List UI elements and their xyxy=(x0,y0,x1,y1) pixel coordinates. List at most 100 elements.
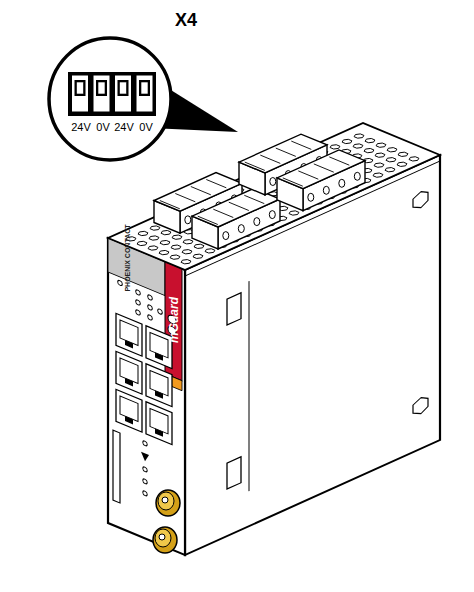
terminal-slots xyxy=(72,75,154,112)
stroke xyxy=(283,178,303,186)
stroke xyxy=(291,141,311,149)
top-face xyxy=(108,123,440,270)
vent-hole xyxy=(159,230,172,236)
stroke xyxy=(223,232,229,240)
stroke xyxy=(323,186,329,194)
vent-hole xyxy=(203,248,216,254)
vent-hole xyxy=(371,172,384,178)
terminal-slot xyxy=(72,75,89,112)
vent-hole xyxy=(363,138,376,144)
stroke xyxy=(77,82,84,94)
stroke xyxy=(206,180,226,188)
brand-logo: PHOENIX CONTACT xyxy=(124,224,131,291)
stroke xyxy=(229,202,249,210)
vent-hole xyxy=(362,148,375,154)
stroke xyxy=(245,162,265,170)
pin-label: 0V xyxy=(139,122,152,133)
stroke xyxy=(254,218,260,226)
stroke xyxy=(175,194,195,202)
stroke xyxy=(125,378,133,386)
stroke xyxy=(314,164,334,172)
stroke xyxy=(185,216,191,224)
stroke xyxy=(213,209,233,217)
pin-label: 24V xyxy=(114,122,134,133)
stroke xyxy=(141,82,148,94)
stroke xyxy=(120,358,138,383)
antenna-connectors xyxy=(153,490,180,553)
stroke xyxy=(150,332,168,357)
vent-hole xyxy=(373,152,386,158)
vent-hole xyxy=(146,245,159,251)
vent-hole xyxy=(385,147,398,153)
vent-hole xyxy=(168,254,181,260)
stroke xyxy=(308,193,314,201)
product-name: mGuard xyxy=(168,297,180,343)
terminal-blocks xyxy=(154,134,365,249)
vent-hole xyxy=(396,151,409,157)
stroke xyxy=(354,172,360,180)
stroke xyxy=(191,187,211,195)
rj45-port xyxy=(116,351,142,394)
pin-label: 24V xyxy=(71,122,91,133)
vent-hole xyxy=(135,241,148,247)
stroke xyxy=(155,353,163,361)
rj45-port xyxy=(146,364,172,407)
stroke xyxy=(155,391,163,399)
stroke xyxy=(238,225,244,233)
stroke xyxy=(125,416,133,424)
stroke xyxy=(150,370,168,395)
stroke xyxy=(118,80,129,96)
stroke xyxy=(277,150,365,189)
callout-bubble xyxy=(49,38,238,160)
terminal-slot xyxy=(115,75,132,112)
stroke xyxy=(75,80,86,96)
vent-hole xyxy=(372,162,385,168)
vent-hole xyxy=(179,259,192,265)
vent-hole xyxy=(383,167,396,173)
stroke xyxy=(96,80,107,96)
stroke xyxy=(244,195,264,203)
terminal-slot xyxy=(136,75,153,112)
vent-hole xyxy=(287,210,300,216)
stroke xyxy=(160,201,180,209)
vent-hole xyxy=(352,133,365,139)
stroke xyxy=(198,216,218,224)
stroke xyxy=(155,429,163,437)
front-face xyxy=(108,238,185,555)
vent-hole xyxy=(158,240,171,246)
rj45-port xyxy=(146,402,172,445)
vent-hole xyxy=(169,244,182,250)
vent-hole xyxy=(328,144,341,150)
vent-hole xyxy=(374,142,387,148)
rj45-port xyxy=(116,313,142,356)
terminal-slot xyxy=(93,75,110,112)
stroke xyxy=(276,148,296,156)
stroke xyxy=(270,178,276,186)
stroke xyxy=(120,320,138,345)
stroke xyxy=(150,408,168,433)
stroke xyxy=(98,82,105,94)
connector-label: X4 xyxy=(175,11,197,29)
vent-holes xyxy=(124,133,420,264)
stroke xyxy=(120,396,138,421)
vent-hole xyxy=(384,157,397,163)
vent-hole xyxy=(340,139,353,145)
stroke xyxy=(269,211,275,219)
stroke xyxy=(260,155,280,163)
vent-hole xyxy=(407,156,420,162)
stroke xyxy=(298,171,318,179)
rj45-ports xyxy=(116,313,172,444)
side-face xyxy=(185,155,440,555)
stroke xyxy=(339,179,345,187)
pin-label: 0V xyxy=(96,122,109,133)
vent-hole xyxy=(147,235,160,241)
vent-hole xyxy=(148,225,161,231)
vent-hole xyxy=(395,161,408,167)
stroke xyxy=(139,80,150,96)
vent-hole xyxy=(181,239,194,245)
vent-hole xyxy=(136,231,149,237)
stroke xyxy=(329,157,349,165)
stroke xyxy=(125,340,133,348)
